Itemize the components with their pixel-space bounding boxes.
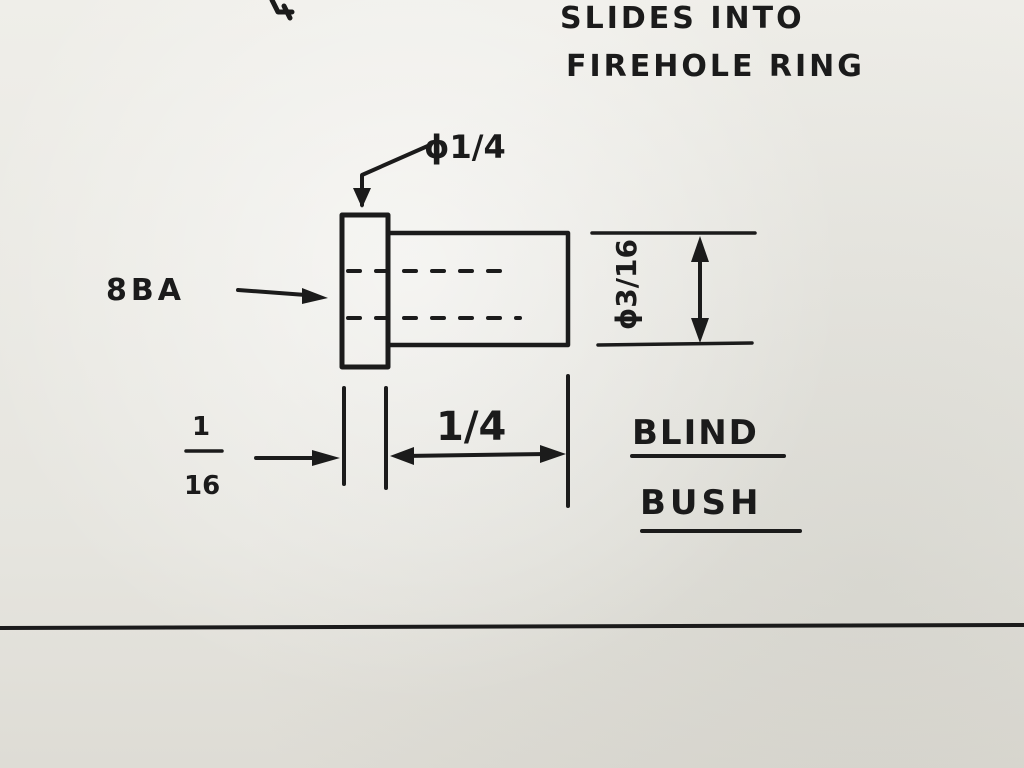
shank-extension-bottom	[596, 341, 754, 347]
hidden-bore-lines	[346, 269, 522, 320]
bush-head	[339, 212, 391, 370]
shank-length-dimline	[402, 452, 550, 458]
shank-diameter-label: ϕ3/16	[610, 239, 643, 330]
shank-dim-arrow-top	[691, 236, 709, 262]
head-thickness-numerator: 1	[192, 412, 210, 442]
partial-mark	[269, 0, 295, 21]
section-divider	[0, 623, 1024, 630]
title-line-1: BLIND	[632, 413, 759, 453]
head-thickness-denominator: 16	[184, 471, 220, 501]
head-diameter-arrowhead	[353, 188, 371, 208]
head-diameter-leader	[360, 143, 432, 207]
thread-leader	[236, 288, 308, 297]
note-line-2: FIREHOLE RING	[566, 49, 865, 84]
shank-length-arrow-left	[390, 447, 414, 465]
thread-arrowhead	[302, 288, 328, 304]
head-thickness-arrowhead	[312, 450, 340, 466]
note-line-1: SLIDES INTO	[560, 1, 805, 36]
title-line-2: BUSH	[640, 483, 762, 523]
shank-length-arrow-right	[540, 445, 566, 463]
head-diameter-label: ϕ1/4	[424, 128, 506, 166]
shank-length-label: 1/4	[436, 404, 506, 450]
bush-shank	[385, 230, 571, 348]
thread-label: 8BA	[106, 273, 185, 308]
shank-dim-arrow-bottom	[691, 318, 709, 343]
